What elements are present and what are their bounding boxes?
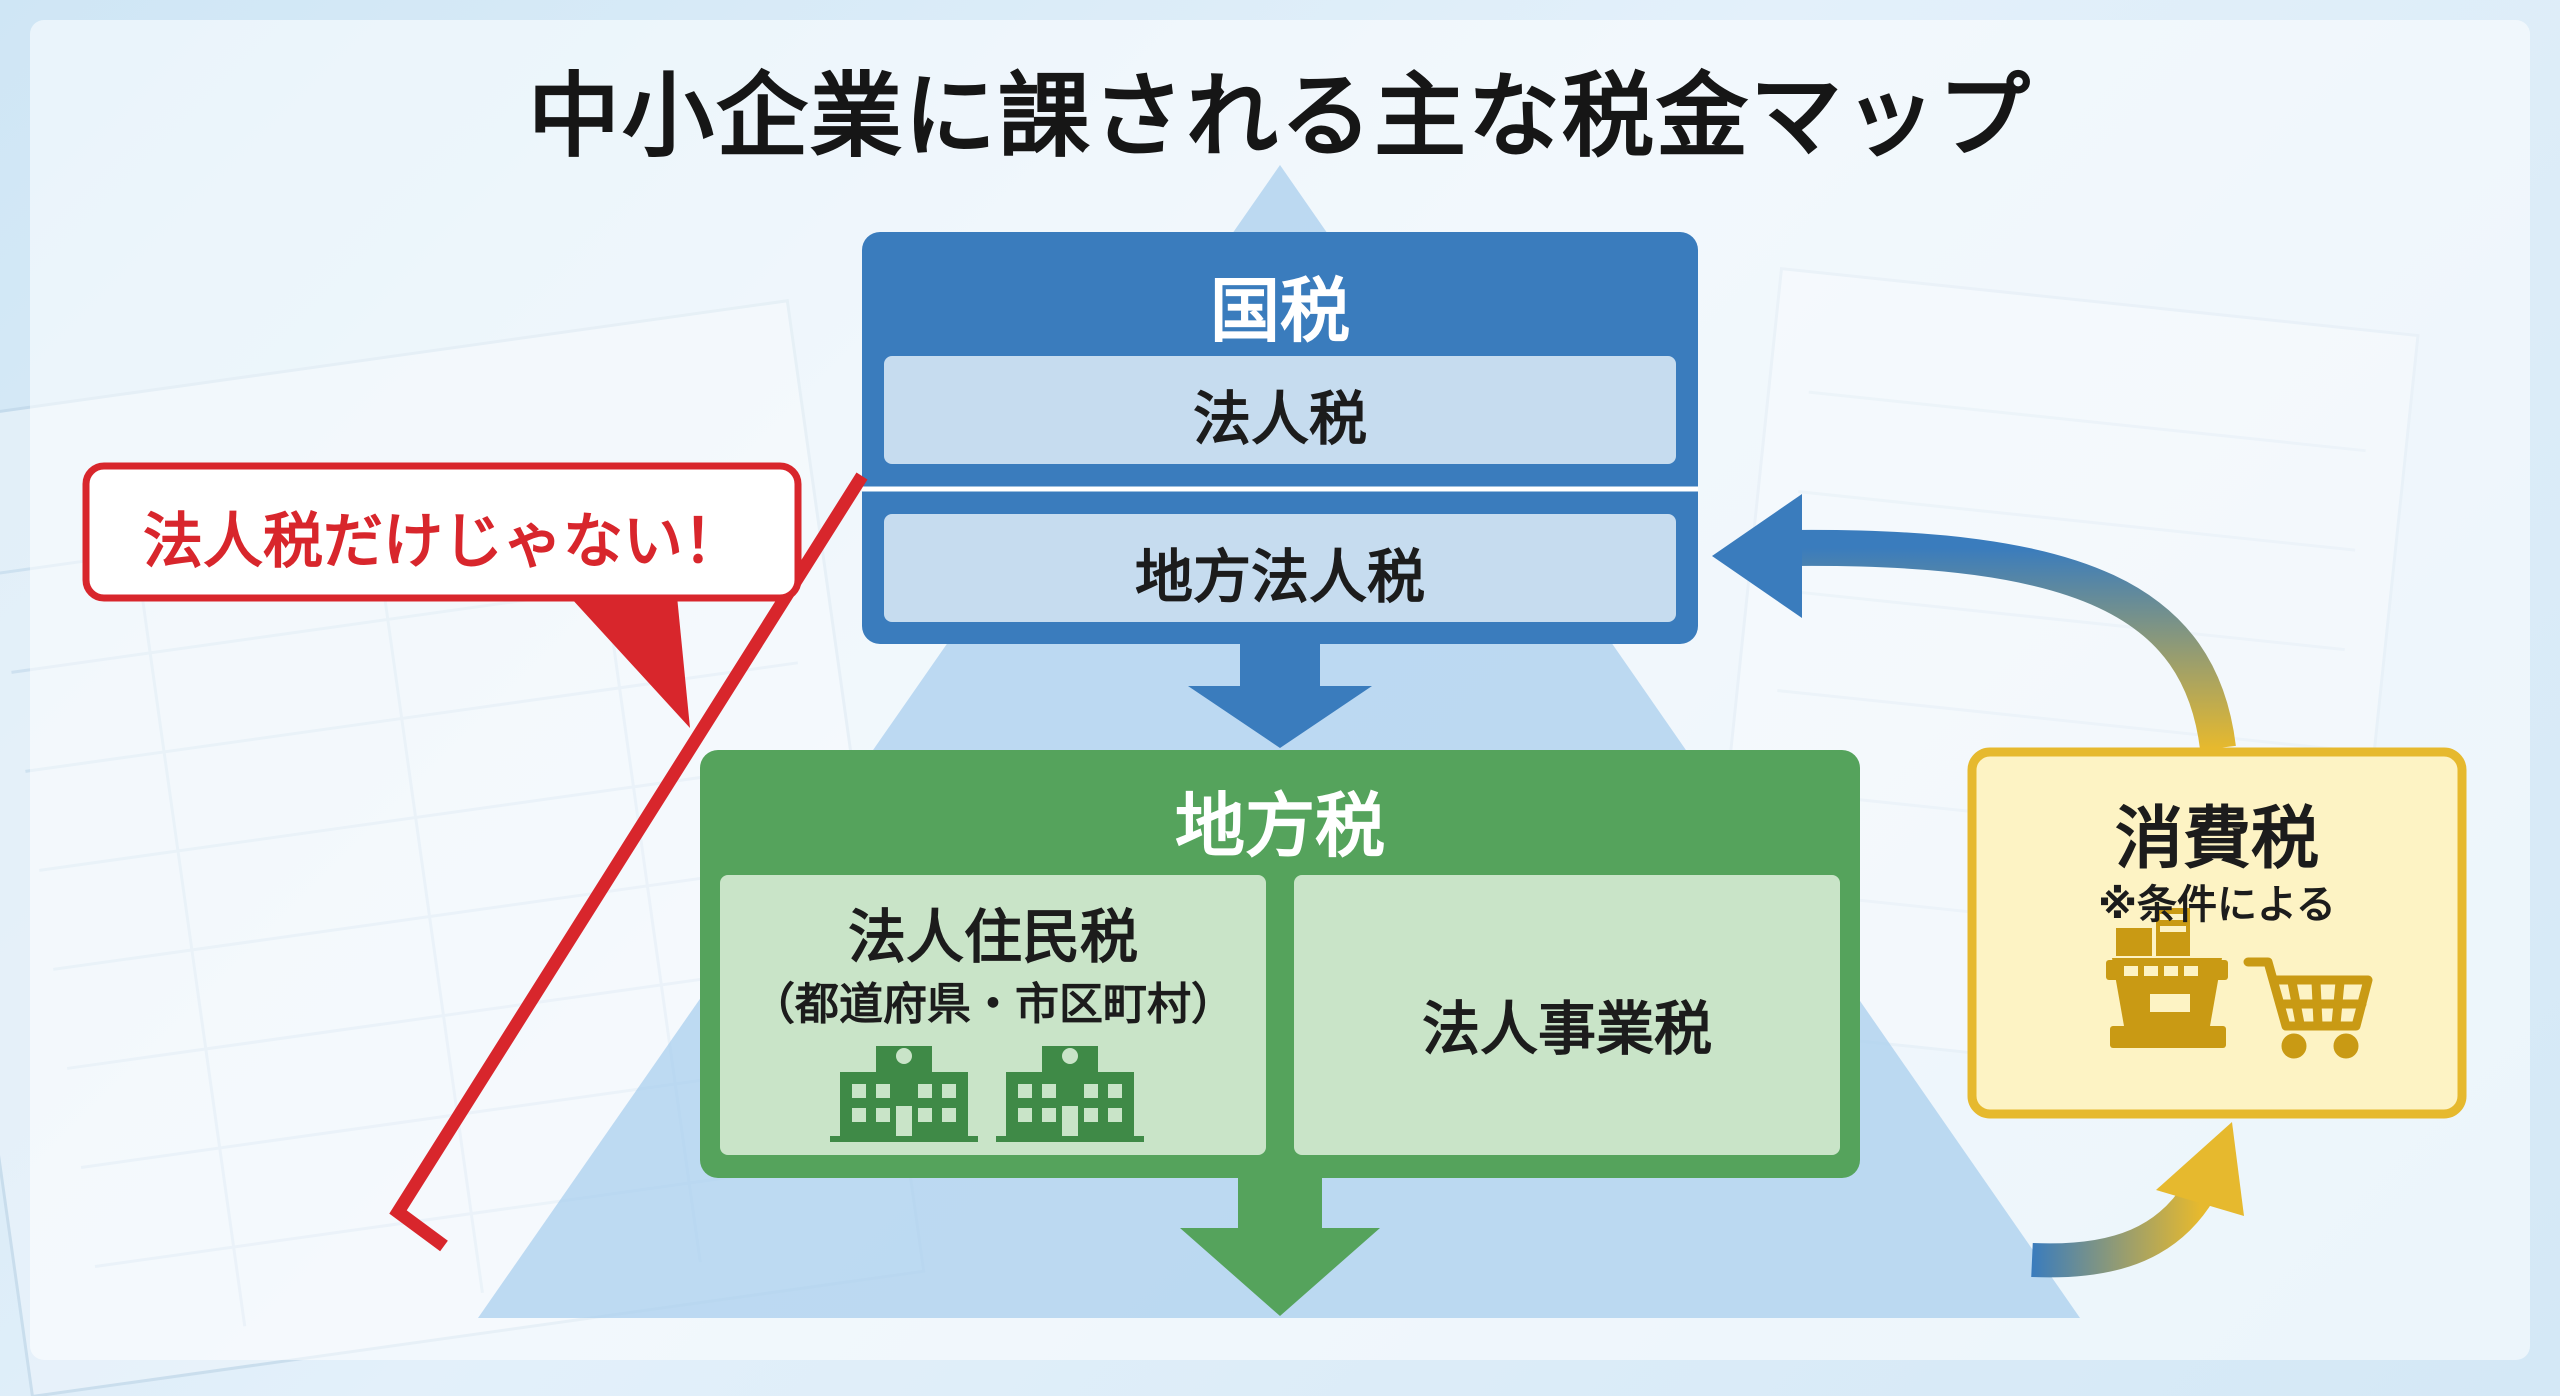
callout-pointer <box>560 586 690 728</box>
government-building-icon <box>996 1046 1144 1142</box>
cash-register-icon <box>2106 908 2228 1048</box>
arrow-head-national <box>1712 494 1802 618</box>
local-item-inhabitant-tax: 法人住民税 <box>847 903 1138 971</box>
callout-text: 法人税だけじゃない！ <box>143 507 743 577</box>
national-item-local-corporate-tax: 地方法人税 <box>1134 543 1425 611</box>
national-item-corporate-tax: 法人税 <box>1192 385 1367 453</box>
arrow-local-to-consumption <box>2031 1180 2215 1278</box>
national-tax-label: 国税 <box>1210 270 1350 352</box>
callout-box <box>82 462 802 602</box>
local-item-inhabitant-tax-sub: （都道府県・市区町村） <box>751 979 1235 1030</box>
national-item-box-0 <box>884 356 1676 464</box>
shopping-cart-icon <box>2243 957 2373 1059</box>
callout-bracket-line <box>389 472 868 1252</box>
local-tax-label: 地方税 <box>1175 785 1385 867</box>
national-item-box-1 <box>884 514 1676 622</box>
consumption-tax-label: 消費税 <box>2114 800 2319 879</box>
arrow-head-consumption <box>2156 1122 2244 1216</box>
local-item-box-1 <box>1294 875 1840 1155</box>
arrow-down-local <box>1180 1178 1380 1316</box>
arrow-down-national <box>1188 644 1372 748</box>
arrow-consumption-to-national <box>1789 529 2236 751</box>
local-item-business-tax: 法人事業税 <box>1421 995 1712 1063</box>
government-building-icon <box>830 1046 978 1142</box>
page-title: 中小企業に課される主な税金マップ <box>527 63 2032 170</box>
consumption-tax-note: ※条件による <box>2098 882 2336 928</box>
